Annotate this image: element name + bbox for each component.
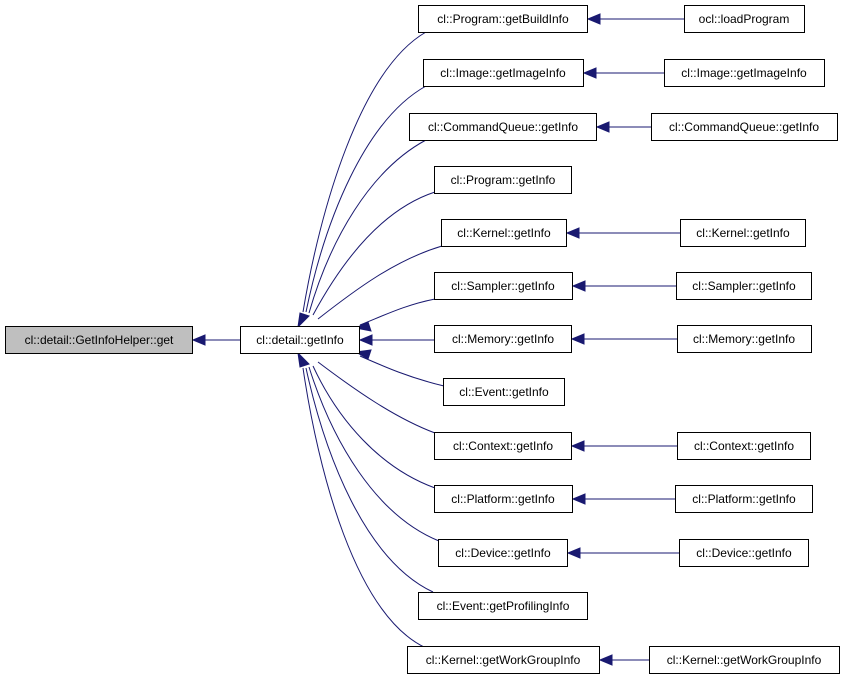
node-ocl-loadprogram-label: ocl::loadProgram bbox=[699, 12, 790, 26]
node-event-getprofilinginfo-label: cl::Event::getProfilingInfo bbox=[437, 599, 570, 613]
arrowhead-cq bbox=[595, 121, 610, 133]
node-detail-getinfo-label: cl::detail::getInfo bbox=[256, 333, 344, 347]
node-event-getinfo[interactable]: cl::Event::getInfo bbox=[443, 378, 565, 406]
node-platform-getinfo[interactable]: cl::Platform::getInfo bbox=[434, 485, 573, 513]
arrowhead-getinfo-memory bbox=[358, 334, 373, 346]
node-root[interactable]: cl::detail::GetInfoHelper::get bbox=[5, 326, 193, 354]
nodes: cl::detail::GetInfoHelper::get cl::detai… bbox=[5, 5, 840, 674]
node-context-getinfo-label: cl::Context::getInfo bbox=[453, 439, 553, 453]
edge-kernel-getinfo-to-getinfo bbox=[317, 245, 443, 320]
node-detail-getinfo[interactable]: cl::detail::getInfo bbox=[240, 326, 360, 354]
node-commandqueue-getinfo-caller[interactable]: cl::CommandQueue::getInfo bbox=[651, 113, 838, 141]
node-ocl-loadprogram[interactable]: ocl::loadProgram bbox=[684, 5, 805, 33]
node-kernel-getinfo[interactable]: cl::Kernel::getInfo bbox=[441, 219, 567, 247]
node-platform-getinfo-caller-label: cl::Platform::getInfo bbox=[692, 492, 796, 506]
arrowhead-root bbox=[191, 334, 206, 346]
node-commandqueue-getinfo-label: cl::CommandQueue::getInfo bbox=[428, 120, 578, 134]
arrowhead-kernel bbox=[565, 227, 580, 239]
edge-platform-getinfo-to-getinfo bbox=[312, 365, 436, 489]
node-root-label: cl::detail::GetInfoHelper::get bbox=[25, 333, 174, 347]
node-kernel-getworkgroupinfo-caller-label: cl::Kernel::getWorkGroupInfo bbox=[667, 653, 822, 667]
node-kernel-getworkgroupinfo-label: cl::Kernel::getWorkGroupInfo bbox=[426, 653, 581, 667]
arrowhead-getinfo-top bbox=[297, 312, 310, 329]
node-kernel-getworkgroupinfo-caller[interactable]: cl::Kernel::getWorkGroupInfo bbox=[649, 646, 840, 674]
node-image-getimageinfo-caller-label: cl::Image::getImageInfo bbox=[681, 66, 807, 80]
node-memory-getinfo[interactable]: cl::Memory::getInfo bbox=[434, 325, 572, 353]
node-sampler-getinfo[interactable]: cl::Sampler::getInfo bbox=[434, 272, 573, 300]
node-device-getinfo-caller[interactable]: cl::Device::getInfo bbox=[679, 539, 809, 567]
node-device-getinfo-caller-label: cl::Device::getInfo bbox=[696, 546, 792, 560]
node-kernel-getinfo-label: cl::Kernel::getInfo bbox=[457, 226, 551, 240]
node-sampler-getinfo-caller-label: cl::Sampler::getInfo bbox=[692, 279, 796, 293]
node-memory-getinfo-caller-label: cl::Memory::getInfo bbox=[693, 332, 795, 346]
node-event-getprofilinginfo[interactable]: cl::Event::getProfilingInfo bbox=[418, 592, 588, 620]
edge-cq-getinfo-to-getinfo bbox=[308, 139, 427, 314]
edge-device-getinfo-to-getinfo bbox=[308, 366, 440, 542]
node-program-getbuildinfo-label: cl::Program::getBuildInfo bbox=[437, 12, 569, 26]
arrowhead-prog-buildinfo bbox=[586, 13, 601, 25]
node-program-getinfo-label: cl::Program::getInfo bbox=[451, 173, 556, 187]
edge-prog-buildinfo-to-getinfo bbox=[302, 31, 427, 313]
edge-sampler-getinfo-to-getinfo bbox=[359, 298, 436, 326]
node-image-getimageinfo-caller[interactable]: cl::Image::getImageInfo bbox=[664, 59, 825, 87]
node-image-getimageinfo-label: cl::Image::getImageInfo bbox=[440, 66, 566, 80]
node-memory-getinfo-label: cl::Memory::getInfo bbox=[452, 332, 554, 346]
node-device-getinfo[interactable]: cl::Device::getInfo bbox=[438, 539, 568, 567]
node-platform-getinfo-label: cl::Platform::getInfo bbox=[451, 492, 555, 506]
arrowhead-getinfo-bottom bbox=[297, 351, 310, 368]
edge-image-getimageinfo-to-getinfo bbox=[305, 85, 427, 313]
arrowhead-kernel-wg bbox=[598, 654, 613, 666]
node-kernel-getinfo-caller-label: cl::Kernel::getInfo bbox=[696, 226, 790, 240]
node-memory-getinfo-caller[interactable]: cl::Memory::getInfo bbox=[677, 325, 812, 353]
edges bbox=[191, 13, 684, 666]
node-context-getinfo-caller[interactable]: cl::Context::getInfo bbox=[677, 432, 811, 460]
node-commandqueue-getinfo[interactable]: cl::CommandQueue::getInfo bbox=[409, 113, 597, 141]
arrowhead-context bbox=[570, 440, 585, 452]
node-commandqueue-getinfo-caller-label: cl::CommandQueue::getInfo bbox=[669, 120, 819, 134]
arrowhead-platform bbox=[571, 493, 586, 505]
arrowhead-sampler bbox=[571, 280, 586, 292]
node-event-getinfo-label: cl::Event::getInfo bbox=[459, 385, 549, 399]
node-sampler-getinfo-label: cl::Sampler::getInfo bbox=[451, 279, 555, 293]
edge-event-getinfo-to-getinfo bbox=[359, 355, 445, 387]
node-kernel-getinfo-caller[interactable]: cl::Kernel::getInfo bbox=[680, 219, 806, 247]
edge-prog-getinfo-to-getinfo bbox=[312, 191, 436, 316]
node-kernel-getworkgroupinfo[interactable]: cl::Kernel::getWorkGroupInfo bbox=[407, 646, 600, 674]
edge-kernel-getworkgroupinfo-to-getinfo bbox=[302, 367, 427, 649]
arrowhead-image bbox=[582, 67, 597, 79]
arrowhead-device bbox=[566, 547, 581, 559]
node-program-getinfo[interactable]: cl::Program::getInfo bbox=[434, 166, 572, 194]
node-platform-getinfo-caller[interactable]: cl::Platform::getInfo bbox=[675, 485, 813, 513]
node-program-getbuildinfo[interactable]: cl::Program::getBuildInfo bbox=[418, 5, 588, 33]
node-sampler-getinfo-caller[interactable]: cl::Sampler::getInfo bbox=[676, 272, 812, 300]
node-device-getinfo-label: cl::Device::getInfo bbox=[455, 546, 551, 560]
edge-event-getprofilinginfo-to-getinfo bbox=[305, 367, 434, 593]
node-context-getinfo-caller-label: cl::Context::getInfo bbox=[694, 439, 794, 453]
arrowhead-memory bbox=[570, 333, 585, 345]
node-context-getinfo[interactable]: cl::Context::getInfo bbox=[434, 432, 572, 460]
edge-context-getinfo-to-getinfo bbox=[317, 361, 436, 434]
node-image-getimageinfo[interactable]: cl::Image::getImageInfo bbox=[423, 59, 584, 87]
